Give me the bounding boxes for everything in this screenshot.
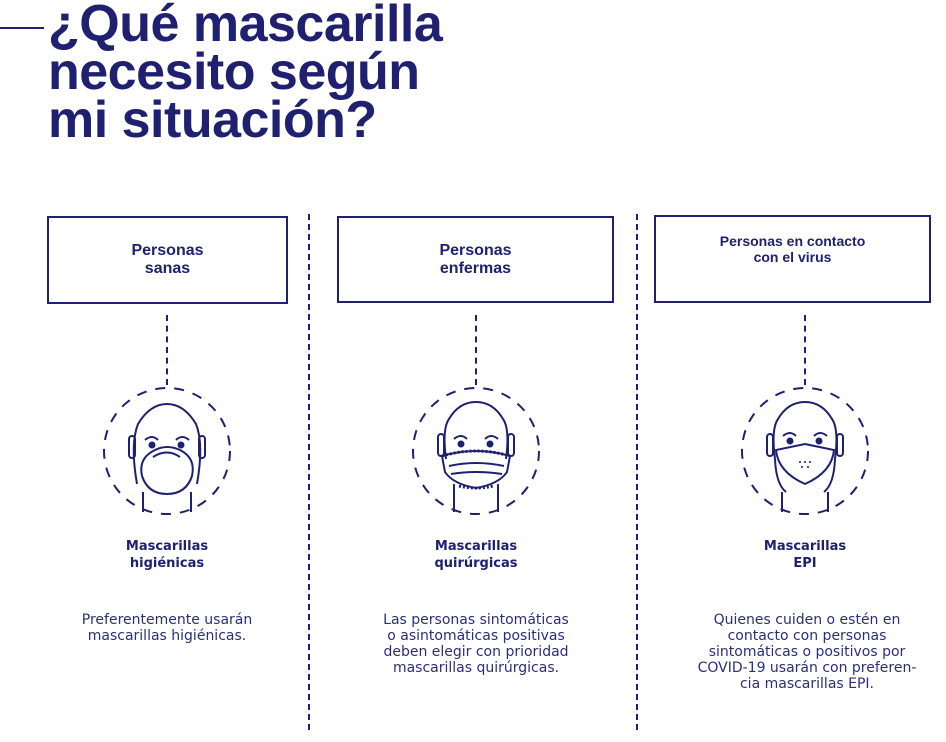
mask-label-text: higiénicas bbox=[129, 556, 205, 571]
mask-label-hygienic: Mascarillas higiénicas bbox=[67, 538, 267, 572]
face-hygienic-mask-icon bbox=[103, 387, 231, 515]
title-accent-line bbox=[0, 27, 44, 29]
title-line-2: necesito según bbox=[48, 43, 420, 101]
description-line: Quienes cuiden o estén en bbox=[713, 612, 901, 628]
description-line: Preferentemente usarán bbox=[81, 612, 253, 628]
description-line: mascarillas higiénicas. bbox=[87, 628, 247, 644]
heading-text: con el virus bbox=[753, 249, 832, 265]
heading-text: Personas en contacto bbox=[719, 233, 866, 249]
mask-label-text: quirúrgicas bbox=[434, 556, 518, 571]
mask-label-text: Mascarillas bbox=[434, 539, 518, 554]
mask-label-text: Mascarillas bbox=[125, 539, 209, 554]
heading-text: Personas bbox=[439, 241, 512, 259]
description-line: COVID-19 usarán con preferen- bbox=[697, 660, 917, 676]
face-epi-mask-icon bbox=[741, 387, 869, 515]
face-surgical-mask-icon bbox=[412, 387, 540, 515]
connector-line bbox=[166, 315, 168, 385]
description-line: deben elegir con prioridad bbox=[383, 644, 569, 660]
mask-label-text: Mascarillas bbox=[763, 539, 847, 554]
description-line: mascarillas quirúrgicas. bbox=[392, 660, 560, 676]
page-title: ¿Qué mascarilla necesito según mi situac… bbox=[48, 0, 443, 149]
column-separator bbox=[308, 214, 310, 730]
title-line-1: ¿Qué mascarilla bbox=[48, 0, 443, 53]
heading-text: Personas bbox=[131, 242, 204, 259]
description-line: sintomáticas o positivos por bbox=[708, 644, 906, 660]
mask-label-text: EPI bbox=[793, 556, 817, 571]
description-line: o asintomáticas positivas bbox=[387, 628, 565, 644]
column-separator bbox=[636, 214, 638, 730]
description-line: cia mascarillas EPI. bbox=[739, 676, 875, 692]
connector-line bbox=[804, 315, 806, 385]
description-line: contacto con personas bbox=[727, 628, 887, 644]
heading-text: enfermas bbox=[439, 259, 512, 277]
heading-text: sanas bbox=[144, 260, 191, 277]
description-line: Las personas sintomáticas bbox=[383, 612, 569, 628]
connector-line bbox=[475, 315, 477, 385]
mask-label-surgical: Mascarillas quirúrgicas bbox=[376, 538, 576, 572]
title-line-3: mi situación? bbox=[48, 91, 377, 149]
